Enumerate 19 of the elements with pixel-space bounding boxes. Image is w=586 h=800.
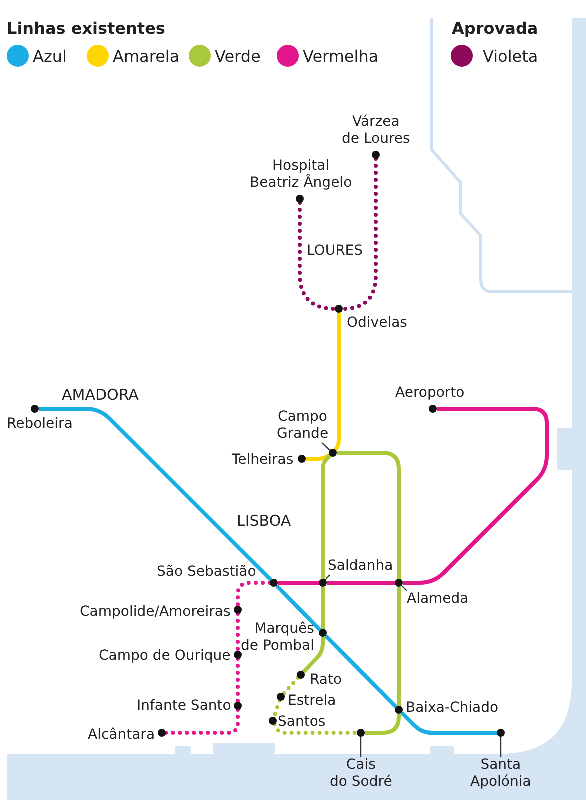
station-name: Reboleira [7,416,73,433]
legend-label: Azul [33,46,67,66]
station-name: Hospital Beatriz Ângelo [250,158,352,192]
station-name: Aeroporto [396,385,465,402]
station-name: Odivelas [347,314,408,332]
legend-heading: Aprovada [452,19,538,38]
legend-label: Vermelha [303,46,379,66]
metro-line [334,313,341,452]
place-name: AMADORA [62,386,139,404]
station-name: Alcântara [88,726,156,744]
dotted-metro-line [341,157,378,311]
legend-heading: Linhas existentes [7,19,166,38]
station-name: Santa Apolónia [470,757,532,791]
legend-label: Violeta [483,46,538,66]
legend-label: Amarela [113,46,180,66]
place-name: LOURES [307,243,364,260]
station-name: Cais do Sodré [330,757,392,791]
legend-label: Verde [215,46,261,66]
station-name: Várzea de Loures [342,114,410,148]
